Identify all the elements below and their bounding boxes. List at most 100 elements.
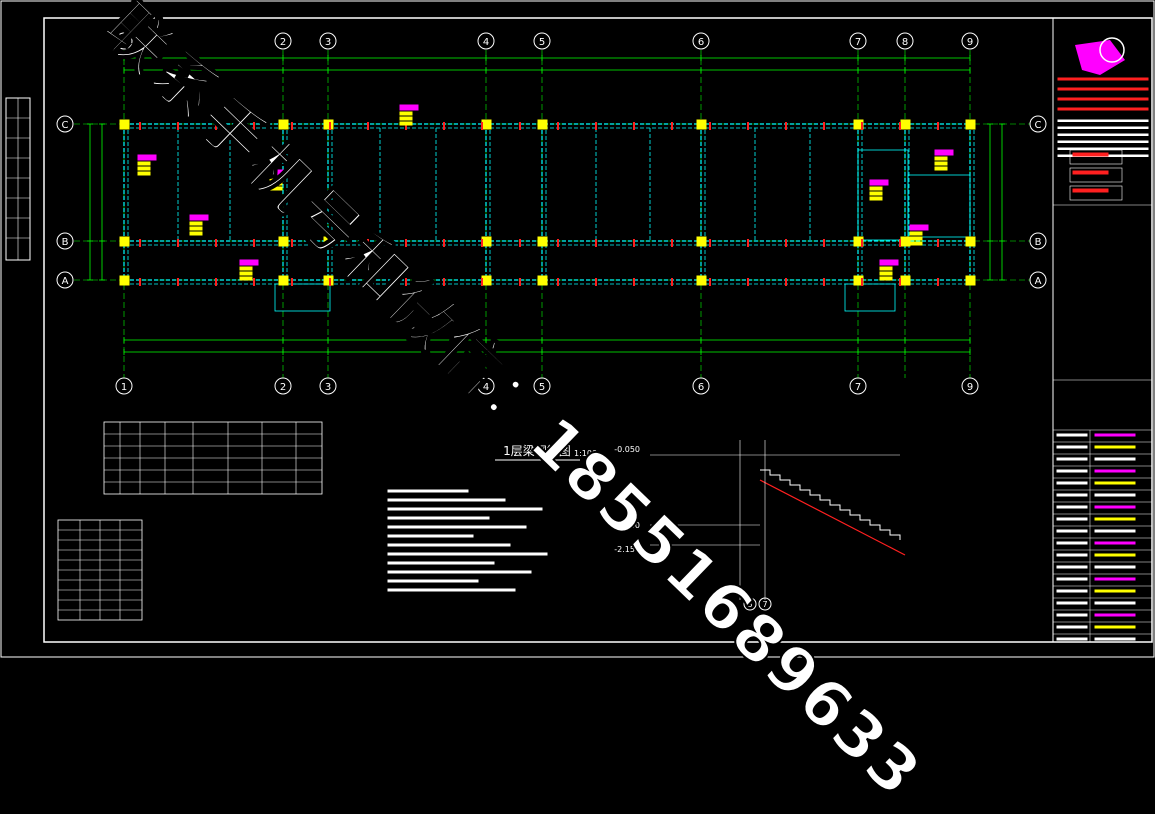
company-name-line: [1057, 87, 1149, 91]
company-name-line: [1057, 77, 1149, 81]
title-block-label: [1056, 469, 1088, 473]
beam-label-tag: [269, 169, 289, 176]
title-block-label: [1056, 505, 1088, 509]
beam-label-text: [399, 116, 413, 121]
note-line: [387, 525, 527, 529]
note-line: [387, 516, 490, 520]
lower-bay: [274, 283, 331, 312]
drawing-scale: 1:100: [574, 449, 597, 458]
title-block-value: [1094, 493, 1136, 497]
note-line: [387, 543, 511, 547]
beam-label-text: [137, 161, 151, 166]
beam-label-tag: [879, 259, 899, 266]
column: [965, 236, 976, 247]
seal-box: [1069, 185, 1123, 201]
grid-bubble-bottom: [961, 377, 979, 395]
beam-label-tag: [399, 104, 419, 111]
company-info-line: [1057, 147, 1149, 150]
beam-label-text: [909, 236, 923, 241]
beam-label-tag: [869, 179, 889, 186]
note-line: [387, 534, 474, 538]
title-block-label: [1056, 553, 1088, 557]
column: [278, 236, 289, 247]
row-bubble-left: [56, 232, 74, 250]
grid-label-bottom: 7: [855, 382, 861, 393]
seal-box: [1069, 149, 1123, 165]
beam-label-text: [269, 181, 283, 186]
beam-label-text: [934, 166, 948, 171]
title-block-value: [1094, 529, 1136, 533]
beam-label-text: [189, 221, 203, 226]
beam-label-text: [189, 231, 203, 236]
column: [323, 275, 334, 286]
column: [481, 275, 492, 286]
section-axis-label: 7: [762, 600, 767, 609]
row-label-right: C: [1035, 120, 1042, 131]
grid-label-top: 3: [325, 37, 331, 48]
title-block-label: [1056, 433, 1088, 437]
grid-bubble-top: [533, 32, 551, 50]
note-line: [387, 507, 543, 511]
grid-label-top: 9: [967, 37, 973, 48]
grid-bubble-top: [115, 32, 133, 50]
note-line: [387, 489, 469, 493]
title-block-label: [1056, 637, 1088, 641]
beam-label-text: [269, 176, 283, 181]
grid-bubble-bottom: [692, 377, 710, 395]
column: [696, 236, 707, 247]
company-name-line: [1057, 107, 1149, 111]
column: [537, 236, 548, 247]
row-label-left: A: [62, 276, 69, 287]
grid-bubble-bottom: [115, 377, 133, 395]
title-block-label: [1056, 457, 1088, 461]
grid-bubble-top: [692, 32, 710, 50]
column: [278, 275, 289, 286]
title-block-label: [1056, 601, 1088, 605]
seal-box: [1069, 167, 1123, 183]
title-block-value: [1094, 517, 1136, 521]
title-block-label: [1056, 541, 1088, 545]
title-block-value: [1094, 505, 1136, 509]
row-label-right: B: [1035, 237, 1042, 248]
grid-label-top: 6: [698, 37, 704, 48]
beam-label-tag: [909, 224, 929, 231]
grid-label-bottom: 2: [280, 382, 286, 393]
beam-label-text: [869, 191, 883, 196]
title-block-label: [1056, 529, 1088, 533]
company-info-line: [1057, 119, 1149, 122]
column: [900, 119, 911, 130]
title-block-label: [1056, 613, 1088, 617]
beam-label-text: [869, 196, 883, 201]
beam-label-text: [909, 231, 923, 236]
stair-slab: [759, 479, 906, 556]
title-block-label: [1056, 445, 1088, 449]
section-axis-label: 3: [747, 600, 752, 609]
title-block-value: [1094, 553, 1136, 557]
title-block-value: [1094, 625, 1136, 629]
grid-bubble-bottom: [533, 377, 551, 395]
grid-label-top: 4: [483, 37, 489, 48]
column: [537, 275, 548, 286]
beam-label-text: [137, 171, 151, 176]
beam-label-text: [909, 241, 923, 246]
column: [323, 119, 334, 130]
note-line: [387, 579, 479, 583]
title-block-label: [1056, 493, 1088, 497]
note-line: [387, 588, 516, 592]
title-block-label: [1056, 517, 1088, 521]
title-block-value: [1094, 577, 1136, 581]
inner-frame: [43, 17, 1153, 643]
section-axis-bubble: [743, 597, 757, 611]
beam-label-text: [137, 166, 151, 171]
row-label-left: C: [62, 120, 69, 131]
title-block-value: [1094, 589, 1136, 593]
beam-label-tag: [239, 259, 259, 266]
title-block-value: [1094, 469, 1136, 473]
title-block-value: [1094, 457, 1136, 461]
beam-label-text: [399, 121, 413, 126]
grid-label-bottom: 6: [698, 382, 704, 393]
note-line: [387, 552, 548, 556]
title-block-label: [1056, 481, 1088, 485]
